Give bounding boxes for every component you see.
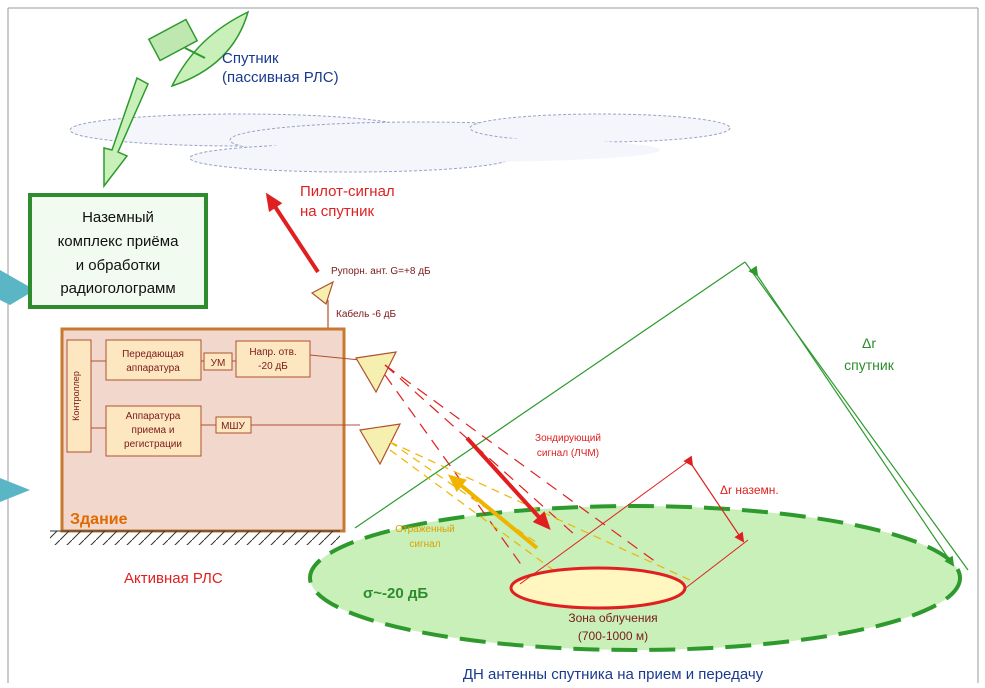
active-radar-label: Активная РЛС [124, 570, 223, 587]
building-wiring [91, 354, 361, 429]
building-label: Здание [70, 511, 128, 528]
reflected-beam-lines [389, 441, 691, 581]
ground-complex-box [28, 193, 208, 309]
teal-triangle-bottom [0, 478, 30, 502]
receiver-line2: приема и [132, 425, 175, 436]
transmitter-box [105, 339, 202, 381]
satellite-label-line1: Спутник [222, 50, 279, 67]
ground-complex-line2: комплекс приёма [58, 233, 180, 250]
receiver-line3: регистрации [124, 439, 182, 450]
coupler-line2: -20 дБ [258, 361, 288, 372]
sigma-label: σ~-20 дБ [363, 585, 428, 602]
antenna-pattern-label: ДН антенны спутника на прием и передачу [463, 666, 764, 683]
lna-label: МШУ [221, 421, 245, 432]
satellite-icon [147, 10, 250, 88]
delta-r-satellite-arrow [748, 265, 955, 567]
amplifier-label: УМ [211, 358, 226, 369]
pilot-signal-arrow [265, 192, 320, 274]
delta-r-satellite-line1: Δr [862, 335, 876, 351]
pilot-signal-line1: Пилот-сигнал [300, 183, 395, 200]
rx-antenna-icon [359, 423, 402, 466]
receiver-line1: Аппаратура [126, 411, 181, 422]
reflected-signal-line2: сигнал [409, 539, 440, 550]
ground-complex-label: Наземный комплекс приёма и обработки рад… [58, 209, 180, 297]
controller-label: Контроллер [71, 371, 81, 421]
coupler-line1: Напр. отв. [249, 347, 296, 358]
ground-hatch [50, 531, 340, 545]
delta-r-ground-arrow [683, 455, 745, 543]
beam-line-left [354, 261, 746, 529]
delta-r-satellite-line2: спутник [844, 357, 895, 373]
transmitter-line1: Передающая [122, 349, 184, 360]
reflected-signal-line1: Отраженный [395, 524, 455, 535]
probing-signal-line2: сигнал (ЛЧМ) [537, 448, 599, 459]
delta-r-ground-label: Δr наземн. [720, 483, 779, 497]
satellite-downlink-arrow [103, 76, 149, 189]
reflected-signal-arrow [447, 474, 539, 550]
ground-complex-line3: и обработки [76, 257, 161, 274]
pilot-signal-line2: на спутник [300, 203, 374, 220]
coupler-box [235, 340, 311, 378]
ground-complex-line4: радиоголограмм [60, 280, 175, 297]
irradiation-zone-line1: Зона облучения [568, 611, 657, 625]
probing-signal-arrow [465, 436, 551, 530]
teal-triangle-top [0, 270, 35, 305]
cloud [69, 113, 731, 173]
cable-label: Кабель -6 дБ [336, 308, 397, 320]
zone-line-left [519, 459, 691, 585]
receiver-box [105, 405, 202, 457]
ground-complex-line1: Наземный [82, 209, 154, 226]
controller-box [66, 339, 92, 453]
satellite-label-line2: (пассивная РЛС) [222, 69, 339, 86]
irradiation-zone-ellipse [509, 566, 687, 610]
horn-antenna-label: Рупорн. ант. G=+8 дБ [331, 266, 431, 277]
tx-antenna-icon [355, 351, 398, 394]
transmitter-line2: аппаратура [126, 363, 180, 374]
probing-signal-line1: Зондирующий [535, 433, 601, 444]
irradiation-zone-line2: (700-1000 м) [578, 629, 648, 643]
horn-antenna-icon [310, 280, 335, 306]
zone-line-right [682, 539, 749, 591]
